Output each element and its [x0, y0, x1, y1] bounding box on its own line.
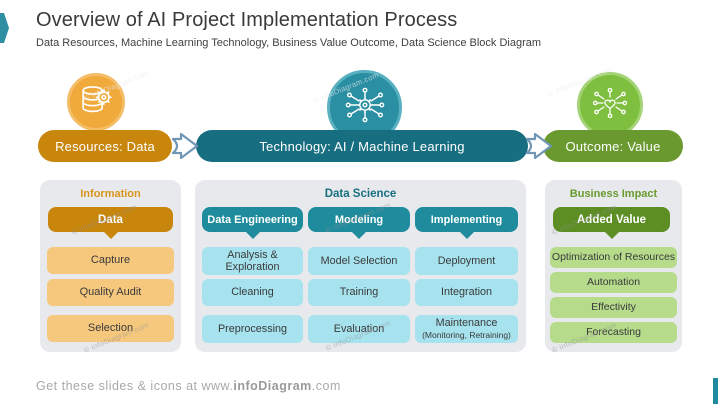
footer-credit: Get these slides & icons at www.infoDiag…: [36, 379, 341, 393]
business-impact-header: Added Value: [553, 207, 670, 239]
data-engineering-item: Analysis & Exploration: [202, 247, 303, 275]
banner-outcome-value: Outcome: Value: [543, 130, 683, 162]
implementing-item-maintenance: Maintenance (Monitoring, Retraining): [415, 315, 518, 343]
footer-prefix: Get these slides & icons at www.: [36, 379, 234, 393]
column-modeling: Modeling Model Selection Training Evalua…: [308, 180, 410, 352]
business-impact-item: Effectivity: [550, 297, 677, 318]
database-gear-icon: [77, 81, 115, 124]
panel-information: Information Data Capture Quality Audit S…: [40, 180, 181, 352]
page-title: Overview of AI Project Implementation Pr…: [36, 9, 458, 31]
data-engineering-header: Data Engineering: [202, 207, 303, 239]
business-impact-item: Forecasting: [550, 322, 677, 343]
implementing-header: Implementing: [415, 207, 518, 239]
column-data-engineering: Data Engineering Analysis & Exploration …: [202, 180, 303, 352]
maintenance-note: (Monitoring, Retraining): [422, 329, 511, 340]
title-accent-chevron-icon: [0, 13, 9, 43]
panel-business-impact-title: Business Impact: [569, 188, 658, 200]
panel-information-title: Information: [80, 188, 141, 200]
modeling-item: Model Selection: [308, 247, 410, 275]
banner-resources-data: Resources: Data: [38, 130, 172, 162]
data-engineering-item: Preprocessing: [202, 315, 303, 343]
business-impact-item: Optimization of Resources: [550, 247, 677, 268]
flow-arrow-icon: [171, 132, 199, 160]
resources-circle: [67, 73, 125, 131]
footer-brand: infoDiagram: [233, 379, 312, 393]
modeling-header: Modeling: [308, 207, 410, 239]
implementing-item: Deployment: [415, 247, 518, 275]
information-header-data: Data: [48, 207, 173, 239]
footer-suffix: .com: [311, 379, 341, 393]
business-impact-item: Automation: [550, 272, 677, 293]
corner-accent-bar: [713, 378, 718, 404]
banner-technology-ai-ml: Technology: AI / Machine Learning: [196, 130, 528, 162]
data-engineering-item: Cleaning: [202, 279, 303, 306]
maintenance-label: Maintenance: [435, 317, 498, 330]
modeling-item: Evaluation: [308, 315, 410, 343]
panel-business-impact: Business Impact Added Value Optimization…: [545, 180, 682, 352]
flow-arrow-icon: [525, 132, 553, 160]
page-subtitle: Data Resources, Machine Learning Technol…: [36, 37, 542, 49]
ai-gear-network-icon: [342, 82, 388, 133]
column-implementing: Implementing Deployment Integration Main…: [415, 180, 518, 352]
information-item: Quality Audit: [47, 279, 174, 306]
panel-data-science: Data Science Data Engineering Analysis &…: [195, 180, 526, 352]
panel-data-science-title: Data Science: [324, 188, 397, 200]
information-item: Selection: [47, 315, 174, 342]
outcome-circle: [577, 72, 643, 138]
heart-network-icon: [589, 82, 631, 129]
implementing-item: Integration: [415, 279, 518, 306]
information-item: Capture: [47, 247, 174, 274]
modeling-item: Training: [308, 279, 410, 306]
